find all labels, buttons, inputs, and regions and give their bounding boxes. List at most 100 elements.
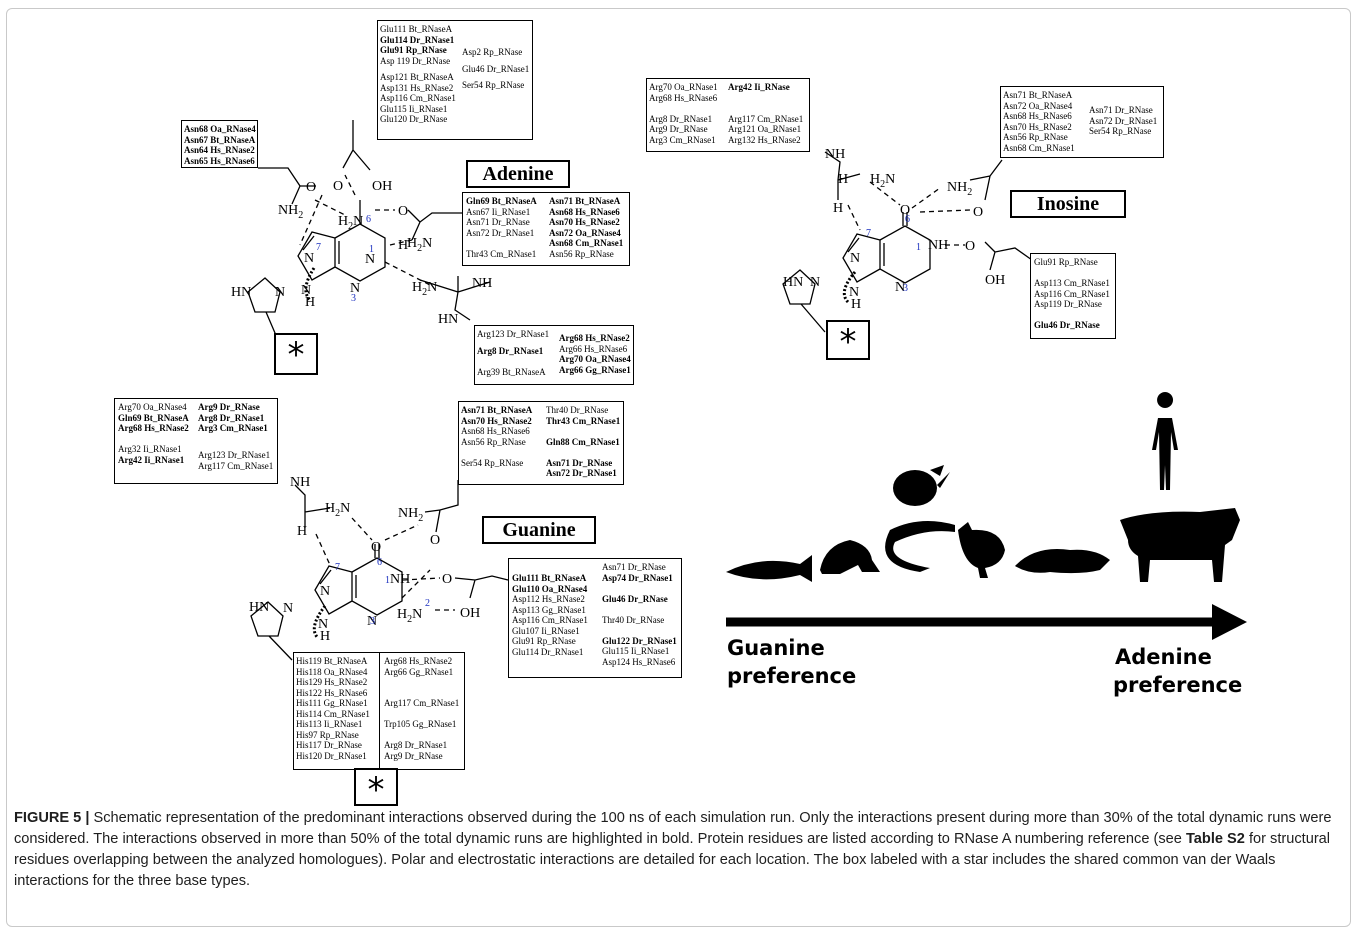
svg-text:HN: HN [438,312,458,327]
platypus-icon [1015,549,1110,574]
svg-text:N: N [367,614,377,629]
svg-text:H2N: H2N [407,236,432,254]
svg-text:2: 2 [425,598,430,609]
guanine-arg-chain [294,484,331,528]
svg-text:H: H [851,297,861,312]
svg-text:O: O [965,239,975,254]
figure-frame [6,8,1351,927]
table-s2-link[interactable]: Table S2 [1185,831,1245,847]
svg-text:3: 3 [903,283,908,294]
human-icon [1152,392,1178,490]
inosine-glu-chain [984,241,1033,271]
svg-text:OH: OH [460,606,480,621]
svg-text:3: 3 [351,293,356,304]
svg-text:7: 7 [866,228,871,239]
frog-icon [820,540,880,574]
lizard-icon [885,521,955,572]
svg-text:6: 6 [366,214,371,225]
inosine-arg-chain [824,151,861,200]
svg-text:H2N: H2N [338,214,363,232]
svg-text:H2N: H2N [412,280,437,298]
svg-text:H2N: H2N [870,172,895,190]
guanine-glu-chain [454,575,509,599]
svg-text:O: O [398,204,408,219]
figure-caption: FIGURE 5 | Schematic representation of t… [14,808,1344,892]
preference-arrow-head [1212,604,1247,640]
svg-text:NH: NH [290,475,310,490]
svg-text:H: H [833,201,843,216]
adenine-n6asn-chain [407,209,462,241]
svg-text:N: N [301,283,311,298]
svg-text:NH: NH [825,147,845,162]
svg-text:OH: OH [372,179,392,194]
svg-text:NH2: NH2 [947,180,972,198]
svg-text:NH: NH [472,276,492,291]
caption-text-1: Schematic representation of the predomin… [14,810,1332,847]
guanine-ring [314,557,403,616]
svg-text:N: N [283,601,293,616]
svg-text:N: N [350,281,360,296]
adenine-glu-chain [342,120,371,171]
svg-text:H: H [320,629,330,644]
svg-text:H: H [398,238,408,253]
inosine-title: Inosine [1010,190,1126,218]
svg-text:O: O [371,540,381,555]
svg-text:O: O [430,533,440,548]
caption-text-2: for structural residues overlapping betw… [14,831,1331,889]
cow-icon [1120,508,1240,582]
adenine-title: Adenine [466,160,570,188]
turtle-icon [893,470,937,506]
chicken-icon [958,522,1005,578]
svg-text:N: N [275,285,285,300]
inosine-ring [842,225,931,284]
svg-text:O: O [900,203,910,218]
svg-text:H: H [305,295,315,310]
svg-text:H: H [297,524,307,539]
svg-text:1: 1 [369,244,374,255]
fish-icon [726,555,812,582]
inosine-star-box: * [826,320,870,362]
svg-text:6: 6 [905,214,910,225]
guanine-his [250,601,293,661]
svg-text:HN: HN [249,600,269,615]
svg-text:HN: HN [231,285,251,300]
svg-text:HN: HN [783,275,803,290]
svg-text:7: 7 [335,562,340,573]
guanine-title: Guanine [482,516,596,544]
adenine-arg-box: Arg123 Dr_RNase1 Arg8 Dr_RNase1 Arg39 Bt… [474,325,634,385]
svg-text:7: 7 [316,242,321,253]
svg-text:6: 6 [377,557,382,568]
inosine-his [782,269,826,333]
guanine-asn-chain [424,480,459,533]
adenine-asn-chain [258,167,316,205]
svg-text:N: N [895,280,905,295]
svg-text:H: H [838,172,848,187]
svg-text:N: N [849,285,859,300]
svg-text:H2N: H2N [325,501,350,519]
svg-text:N: N [850,251,860,266]
svg-text:OH: OH [985,273,1005,288]
svg-text:N: N [320,584,330,599]
inosine-asn-chain [969,159,1003,201]
svg-text:O: O [333,179,343,194]
svg-text:N: N [304,251,314,266]
svg-text:O: O [442,572,452,587]
svg-text:NH2: NH2 [278,203,303,221]
svg-text:1: 1 [916,242,921,253]
adenine-star-box: * [274,333,318,375]
caption-label: FIGURE 5 | [14,810,90,826]
svg-text:N: N [810,275,820,290]
svg-text:1: 1 [385,575,390,586]
svg-text:O: O [306,180,316,195]
svg-text:H2N: H2N [397,607,422,625]
